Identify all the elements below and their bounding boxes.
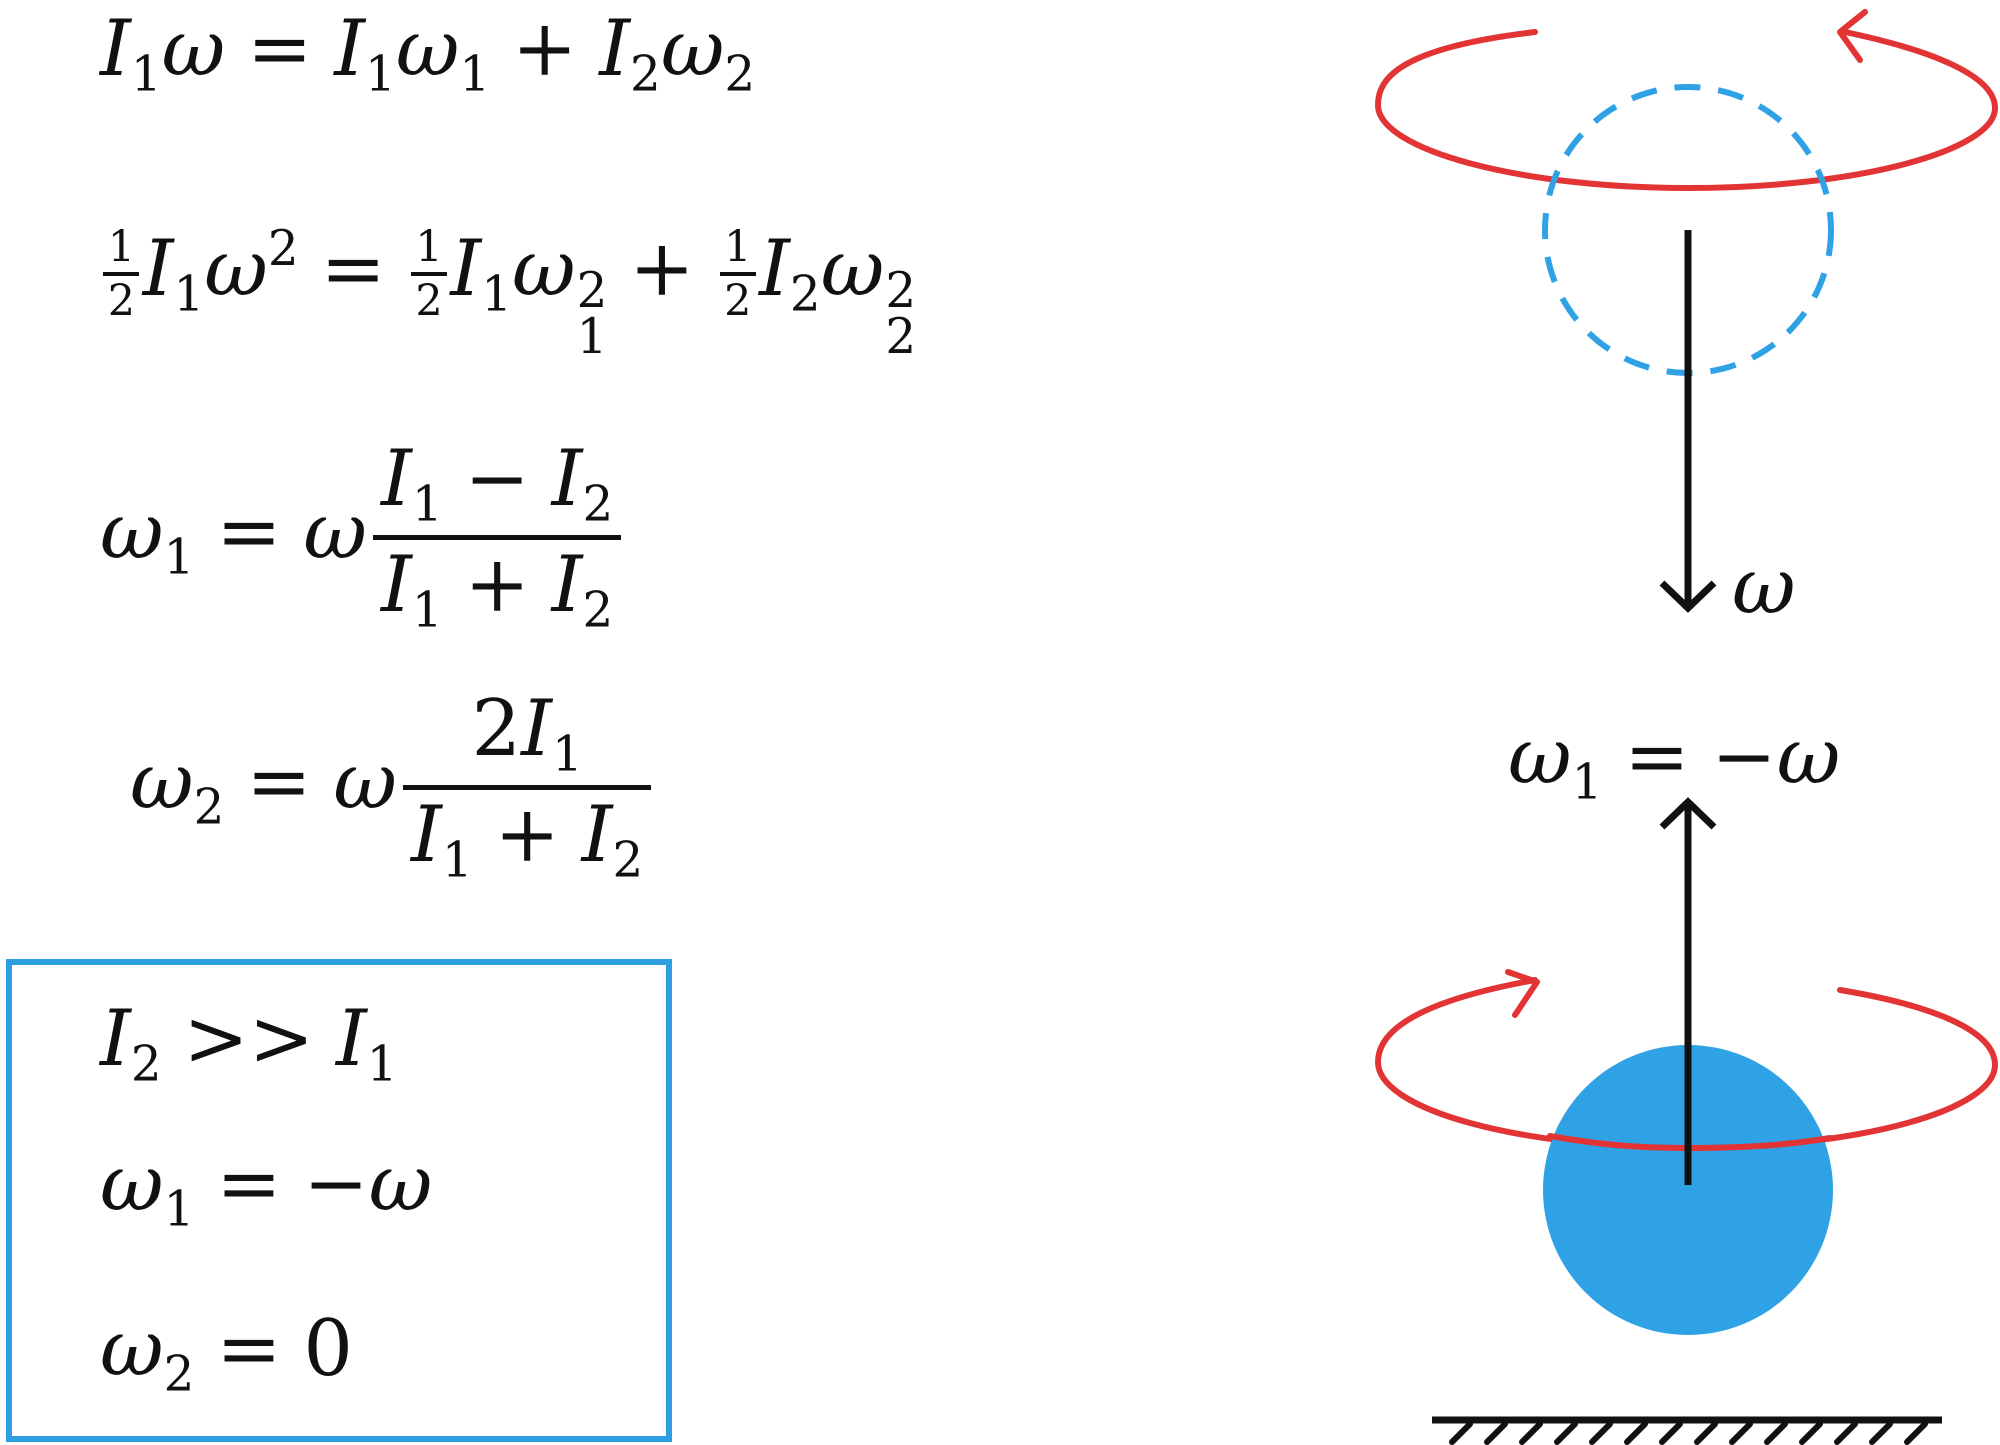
var-omega: ω bbox=[512, 223, 576, 314]
box-line-omega1: ω1=−ω bbox=[100, 1139, 433, 1238]
box-line-inertia-ratio: I2>>I1 bbox=[100, 994, 398, 1093]
velocity-arrowhead-up bbox=[1659, 797, 1717, 830]
sub-1: 1 bbox=[130, 46, 162, 103]
sub-1: 1 bbox=[173, 266, 205, 323]
op-much-greater: >> bbox=[183, 994, 315, 1084]
eq-omega1: ω1=ω I1−I2 I1+I2 bbox=[100, 440, 627, 635]
ball-solid bbox=[1543, 1045, 1833, 1335]
var-omega: ω bbox=[395, 4, 460, 94]
sub-2: 2 bbox=[789, 266, 821, 323]
var-I: I bbox=[100, 4, 131, 94]
op-plus: + bbox=[512, 4, 578, 94]
op-equals: = bbox=[246, 737, 312, 828]
sub-2: 2 bbox=[193, 779, 225, 836]
velocity-arrowhead-down bbox=[1659, 580, 1717, 613]
var-I: I bbox=[450, 223, 482, 314]
var-omega: ω bbox=[130, 737, 194, 828]
ground-hatching bbox=[1449, 1421, 1928, 1445]
box-line-omega2: ω2=0 bbox=[100, 1304, 354, 1403]
var-omega: ω bbox=[660, 4, 725, 94]
rotation-arrowhead-bottom bbox=[1505, 969, 1540, 1018]
rotation-arrow-top bbox=[1374, 29, 1999, 192]
numerator: I1−I2 bbox=[381, 434, 614, 533]
fraction: I1−I2 I1+I2 bbox=[373, 434, 622, 639]
eq-omega2: ω2=ω 2I1 I1+I2 bbox=[130, 690, 657, 885]
label-omega-down: ω bbox=[1732, 542, 1796, 632]
var-omega: ω bbox=[820, 223, 885, 314]
denominator: I1+I2 bbox=[381, 540, 614, 639]
sub-1: 1 bbox=[365, 46, 396, 103]
sub-1: 1 bbox=[481, 266, 512, 323]
var-I: I bbox=[759, 223, 790, 314]
op-equals: = bbox=[320, 223, 386, 314]
var-omega: ω bbox=[204, 223, 268, 314]
limit-case-box bbox=[6, 959, 672, 1442]
var-I: I bbox=[599, 4, 631, 94]
var-omega: ω bbox=[161, 4, 226, 94]
sup-2: 2 bbox=[267, 221, 299, 277]
fraction: 2I1 I1+I2 bbox=[403, 684, 652, 889]
rotation-arrowhead-top bbox=[1837, 9, 1868, 63]
op-plus: + bbox=[629, 223, 695, 314]
var-I: I bbox=[334, 4, 366, 94]
op-equals: = bbox=[216, 487, 282, 578]
numerator: 2I1 bbox=[471, 684, 583, 783]
sub-1: 1 bbox=[459, 46, 491, 103]
var-omega: ω bbox=[100, 487, 164, 578]
var-omega: ω bbox=[303, 487, 368, 578]
label-omega1-equals-neg-omega: ω1=−ω bbox=[1508, 712, 1841, 811]
sub-1: 1 bbox=[163, 529, 195, 586]
denominator: I1+I2 bbox=[411, 790, 644, 889]
var-omega: ω bbox=[333, 737, 398, 828]
sub-2: 2 bbox=[724, 46, 756, 103]
var-I: I bbox=[142, 223, 174, 314]
sub-2: 2 bbox=[630, 46, 661, 103]
eq-angular-momentum: I1ω=I1ω1+I2ω2 bbox=[100, 10, 755, 99]
op-equals: = bbox=[247, 4, 313, 94]
